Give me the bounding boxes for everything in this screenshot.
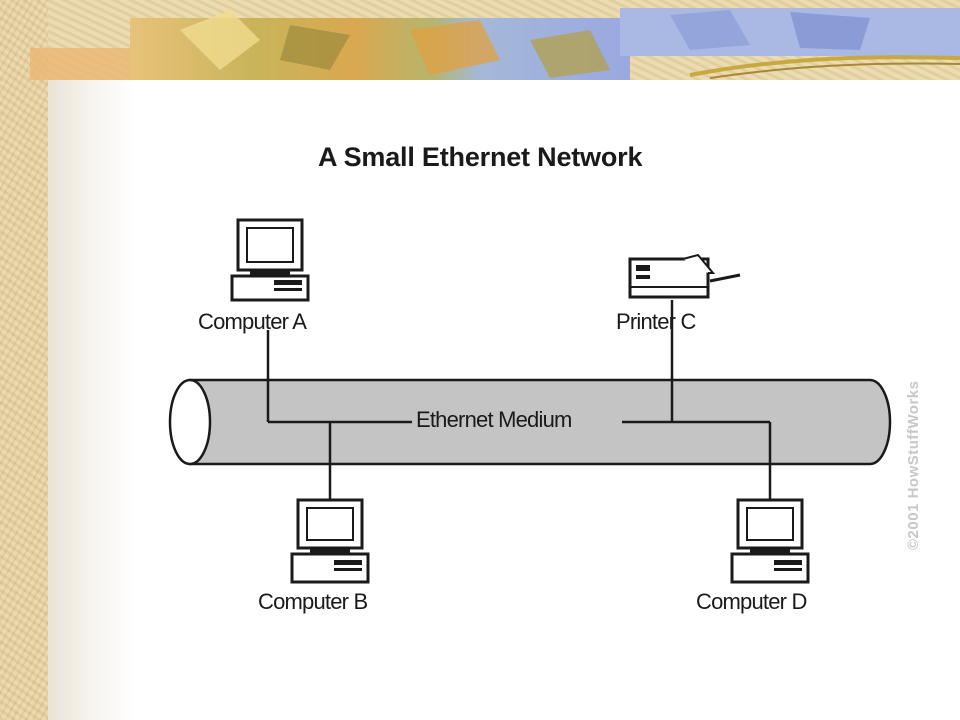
- computer-d-icon: [730, 498, 810, 584]
- copyright-text: ©2001 HowStuffWorks: [905, 380, 922, 550]
- network-wires: [266, 300, 772, 500]
- ethernet-medium-label: Ethernet Medium: [412, 408, 576, 432]
- computer-d-label: Computer D: [696, 589, 807, 614]
- computer-b-icon: [290, 498, 370, 584]
- computer-a-label: Computer A: [198, 309, 307, 334]
- computer-b-label: Computer B: [258, 589, 368, 614]
- left-parchment-border: [0, 0, 48, 720]
- diagram-title: A Small Ethernet Network: [318, 142, 643, 172]
- printer-c-label: Printer C: [616, 309, 696, 334]
- printer-c-icon: [628, 253, 741, 299]
- copyright-watermark: ©2001 HowStuffWorks: [891, 310, 922, 550]
- computer-a-icon: [230, 218, 310, 302]
- leaf-decoration-banner: [30, 8, 960, 80]
